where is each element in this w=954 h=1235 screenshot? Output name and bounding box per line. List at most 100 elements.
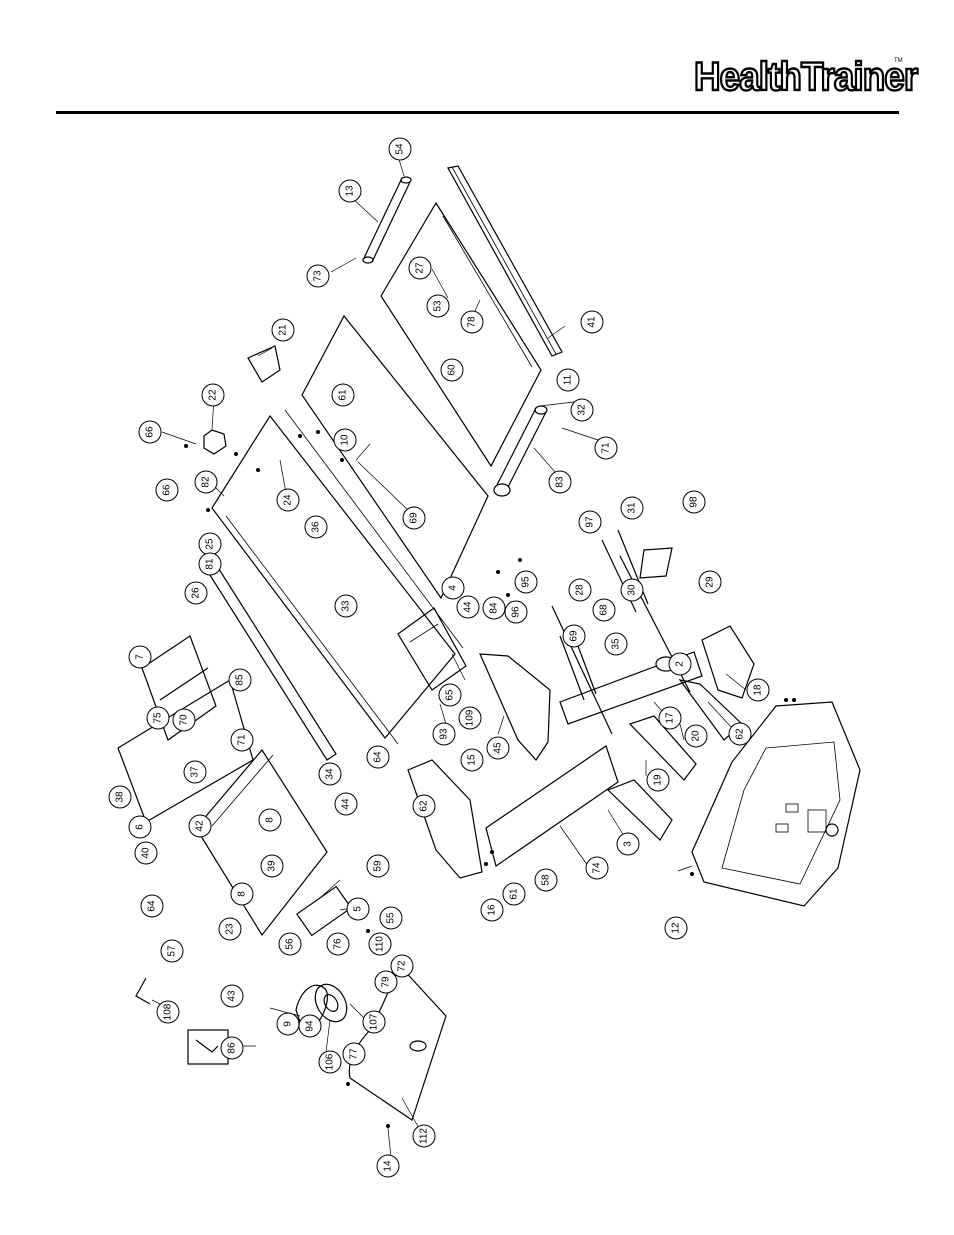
callout-17: 17 [659,707,681,729]
callout-label: 74 [592,862,603,874]
callout-label: 108 [163,1003,174,1020]
callout-22: 22 [202,384,224,406]
callout-7: 7 [129,646,151,668]
callout-31: 31 [621,497,643,519]
callout-label: 93 [439,728,450,740]
callout-label: 13 [345,185,356,197]
callout-label: 76 [333,938,344,950]
callout-34: 34 [319,763,341,785]
callout-93: 93 [433,723,455,745]
callout-label: 35 [611,638,622,650]
callout-label: 85 [235,674,246,686]
callout-54: 54 [389,138,411,160]
callout-42: 42 [189,815,211,837]
callout-label: 61 [509,888,520,900]
hardware-dots [184,430,796,1128]
allen-key [136,978,150,1004]
callout-label: 75 [153,712,164,724]
callout-83: 83 [549,471,571,493]
callout-96: 96 [505,601,527,623]
callout-label: 45 [493,742,504,754]
callout-56: 56 [279,933,301,955]
callout-label: 107 [369,1013,380,1030]
callout-label: 86 [227,1042,238,1054]
callout-label: 37 [190,766,201,778]
callout-label: 83 [555,476,566,488]
callout-97: 97 [579,511,601,533]
callout-106: 106 [319,1051,341,1073]
callout-label: 56 [285,938,296,950]
callout-65: 65 [439,684,461,706]
callout-66: 66 [139,421,161,443]
callout-64: 64 [367,746,389,768]
callout-15: 15 [461,749,483,771]
callout-30: 30 [621,579,643,601]
callout-13: 13 [339,180,361,202]
callout-58: 58 [535,869,557,891]
controller-board [398,608,466,690]
callout-81: 81 [199,553,221,575]
callout-label: 17 [665,712,676,724]
callout-61: 61 [503,883,525,905]
callout-84: 84 [483,597,505,619]
console-mast [486,746,618,866]
front-roller [494,406,547,496]
callout-label: 5 [353,906,364,912]
callout-label: 29 [705,576,716,588]
callout-label: 7 [135,654,146,660]
callout-53: 53 [427,295,449,317]
callout-26: 26 [185,582,207,604]
callout-61: 61 [332,384,354,406]
callout-19: 19 [647,769,669,791]
callout-label: 4 [448,585,459,591]
callout-8: 8 [231,883,253,905]
callout-6: 6 [129,816,151,838]
callout-label: 58 [541,874,552,886]
callout-label: 19 [653,774,664,786]
callout-label: 84 [489,602,500,614]
callout-24: 24 [277,489,299,511]
callout-label: 44 [341,798,352,810]
callout-40: 40 [135,842,157,864]
callout-60: 60 [441,359,463,381]
callout-label: 31 [627,502,638,514]
callout-label: 33 [341,600,352,612]
callout-35: 35 [605,633,627,655]
callout-label: 38 [115,791,126,803]
callout-label: 71 [237,734,248,746]
callout-20: 20 [685,725,707,747]
callout-label: 73 [313,270,324,282]
callout-27: 27 [409,257,431,279]
callout-label: 9 [283,1021,294,1027]
callout-69: 69 [403,507,425,529]
callout-label: 16 [487,904,498,916]
callout-38: 38 [109,786,131,808]
callout-label: 54 [395,143,406,155]
callout-label: 53 [433,300,444,312]
callout-label: 21 [278,324,289,336]
callout-label: 97 [585,516,596,528]
callout-11: 11 [557,369,579,391]
callout-94: 94 [299,1015,321,1037]
callout-108: 108 [157,1001,179,1023]
main-frame [212,410,463,744]
callout-label: 78 [467,316,478,328]
callout-label: 112 [419,1128,430,1144]
callout-label: 68 [599,604,610,616]
handle-grip-17 [702,626,754,698]
callout-label: 59 [373,860,384,872]
callout-16: 16 [481,899,503,921]
motor-hood [349,966,446,1120]
callout-label: 79 [381,976,392,988]
callout-label: 14 [383,1160,394,1172]
callout-label: 55 [386,912,397,924]
callout-label: 64 [373,751,384,763]
callout-23: 23 [219,918,241,940]
callout-label: 6 [135,824,146,830]
callout-109: 109 [459,707,481,729]
callout-label: 70 [179,714,190,726]
callout-74: 74 [586,857,608,879]
callout-label: 44 [463,601,474,613]
drive-motor [296,887,353,1034]
